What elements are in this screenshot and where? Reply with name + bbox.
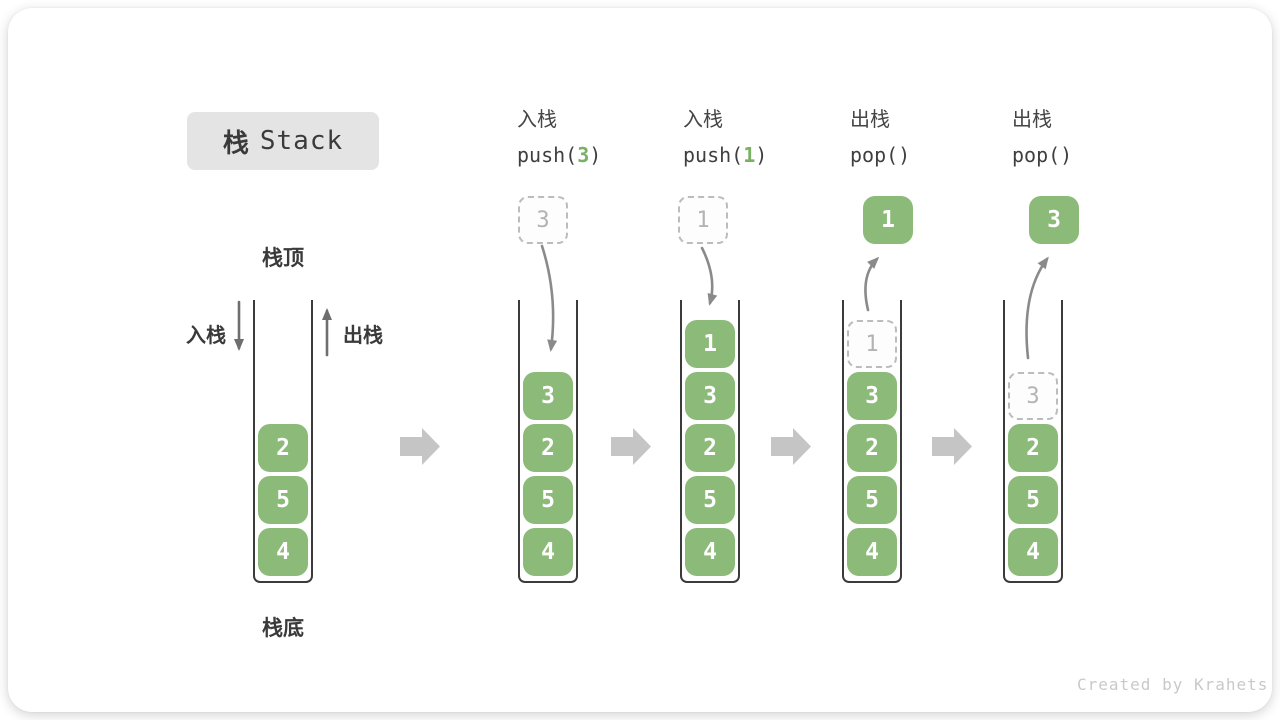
title-zh: 栈 [222, 128, 249, 159]
op-header-pop-second: 出栈 pop() [1012, 107, 1172, 168]
op-label: 入栈 [517, 107, 557, 131]
op-code: push(3) [517, 143, 602, 167]
op-header-push1: 入栈 push(1) [683, 107, 843, 168]
op-arg: 1 [743, 143, 756, 167]
stack-element: 2 [523, 424, 573, 472]
popped-value-box: 3 [1029, 196, 1079, 244]
stack-element: 4 [685, 528, 735, 576]
op-label: 出栈 [850, 107, 890, 131]
stack-element: 5 [258, 476, 308, 524]
stack-element: 2 [258, 424, 308, 472]
stack-element: 5 [1008, 476, 1058, 524]
popped-value-box: 1 [863, 196, 913, 244]
step-arrow-icon [611, 428, 651, 465]
op-header-push3: 入栈 push(3) [517, 107, 677, 168]
step-arrow-icon [400, 428, 440, 465]
stack-top-label: 栈顶 [262, 246, 304, 270]
stack-element: 3 [523, 372, 573, 420]
op-header-pop-first: 出栈 pop() [850, 107, 1010, 168]
stack-element: 4 [1008, 528, 1058, 576]
stack-element: 2 [1008, 424, 1058, 472]
push1-curve-arrow-icon [700, 246, 718, 306]
stack-element: 2 [685, 424, 735, 472]
incoming-value-box: 1 [678, 196, 728, 244]
op-code: pop() [850, 143, 911, 167]
title-en: Stack [259, 126, 344, 156]
stack-element: 3 [685, 372, 735, 420]
stack-element: 3 [847, 372, 897, 420]
op-code: push(1) [683, 143, 768, 167]
stack-element: 5 [847, 476, 897, 524]
stack-element: 4 [847, 528, 897, 576]
ghost-element: 1 [847, 320, 897, 368]
op-arg: 3 [577, 143, 590, 167]
stack-element: 5 [685, 476, 735, 524]
stack-element: 2 [847, 424, 897, 472]
title-badge: 栈 Stack [187, 112, 379, 170]
op-label: 入栈 [683, 107, 723, 131]
stack-element: 4 [523, 528, 573, 576]
op-label: 出栈 [1012, 107, 1052, 131]
stack-element: 4 [258, 528, 308, 576]
op-code: pop() [1012, 143, 1073, 167]
incoming-value-box: 3 [518, 196, 568, 244]
stack-bottom-label: 栈底 [262, 616, 304, 640]
push-side-label: 入栈 [186, 323, 226, 347]
stack-element: 1 [685, 320, 735, 368]
step-arrow-icon [771, 428, 811, 465]
pop-side-label: 出栈 [343, 323, 383, 347]
watermark: Created by Krahets [1077, 675, 1269, 694]
stack-element: 5 [523, 476, 573, 524]
ghost-element: 3 [1008, 372, 1058, 420]
step-arrow-icon [932, 428, 972, 465]
